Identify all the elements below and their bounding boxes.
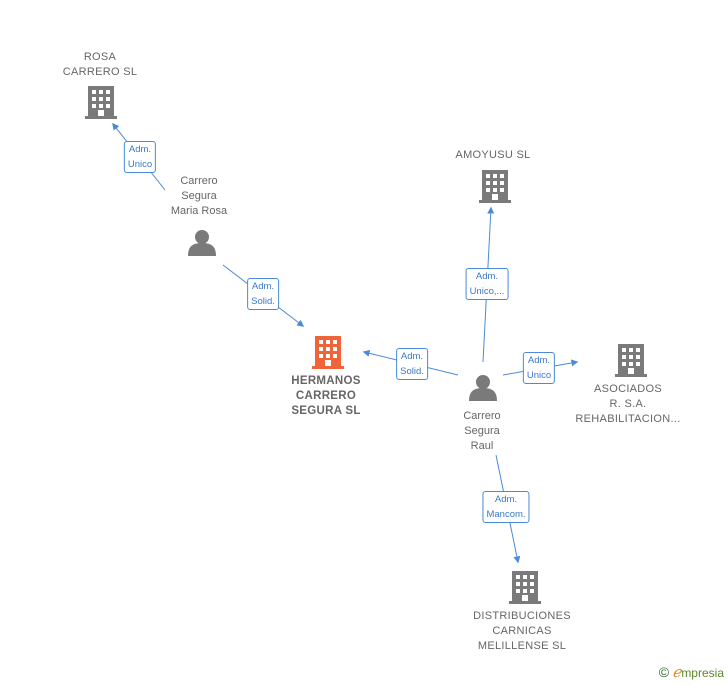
- edge-label-line: Adm.: [400, 351, 424, 362]
- node-label-maria-rosa[interactable]: Carrero Segura Maria Rosa: [171, 174, 227, 219]
- label-line: CARNICAS: [492, 625, 552, 637]
- label-line: MELILLENSE SL: [477, 640, 567, 652]
- label-line: HERMANOS: [291, 375, 361, 387]
- edge-label-line: Unico: [127, 159, 153, 170]
- label-line: Segura: [181, 190, 217, 202]
- node-label-distribuciones[interactable]: DISTRIBUCIONES CARNICAS MELILLENSE SL: [473, 609, 571, 654]
- person-icon[interactable]: [469, 375, 497, 401]
- brand-name: mpresia: [681, 666, 724, 680]
- node-label-rosa-carrero[interactable]: ROSA CARRERO SL: [63, 50, 138, 80]
- edge-label-line: Mancom.: [486, 509, 526, 520]
- edge-label-raul-to-amoyusu: Adm. Unico,...: [465, 268, 509, 300]
- edge-label-line: Unico,...: [469, 286, 505, 297]
- label-line: SEGURA SL: [291, 405, 361, 417]
- edge-label-line: Solid.: [251, 296, 275, 307]
- edge-label-maria-to-hermanos: Adm. Solid.: [247, 278, 279, 310]
- brand-logo-letter: ℯ: [672, 663, 682, 681]
- edge-label-line: Adm.: [128, 144, 152, 155]
- label-line: ROSA: [83, 51, 117, 63]
- edge-label-raul-to-asociados: Adm. Unico: [522, 352, 556, 384]
- label-line: Raul: [470, 440, 494, 452]
- building-icon[interactable]: [479, 170, 511, 203]
- building-icon[interactable]: [615, 344, 647, 377]
- node-label-hermanos-carrero[interactable]: HERMANOS CARRERO SEGURA SL: [291, 374, 361, 419]
- building-icon[interactable]: [85, 86, 117, 119]
- edge-label-line: Adm.: [527, 355, 551, 366]
- label-line: Carrero: [463, 410, 501, 422]
- edge-label-line: Solid.: [400, 366, 424, 377]
- edge-label-raul-to-distribuciones: Adm. Mancom.: [482, 491, 530, 523]
- edge-label-raul-to-hermanos: Adm. Solid.: [396, 348, 428, 380]
- person-icon[interactable]: [188, 230, 216, 256]
- label-line: AMOYUSU SL: [455, 149, 531, 161]
- node-label-asociados[interactable]: ASOCIADOS R. S.A. REHABILITACION...: [575, 382, 680, 427]
- edge-label-line: Unico: [526, 370, 552, 381]
- brand-watermark: © ℯmpresia: [659, 663, 724, 681]
- building-icon[interactable]: [312, 336, 344, 369]
- label-line: Segura: [464, 425, 500, 437]
- copyright-icon: ©: [658, 664, 670, 680]
- edge-label-line: Adm.: [494, 494, 518, 505]
- node-label-raul[interactable]: Carrero Segura Raul: [463, 409, 500, 454]
- building-icon[interactable]: [509, 571, 541, 604]
- label-line: R. S.A.: [609, 398, 647, 410]
- label-line: Carrero: [180, 175, 218, 187]
- edge-label-maria-to-rosa: Adm. Unico: [123, 141, 157, 173]
- label-line: Maria Rosa: [170, 205, 228, 217]
- edge-label-line: Adm.: [251, 281, 275, 292]
- label-line: DISTRIBUCIONES: [473, 610, 571, 622]
- label-line: ASOCIADOS: [593, 383, 663, 395]
- edge-label-line: Adm.: [475, 271, 499, 282]
- label-line: CARRERO SL: [62, 66, 138, 78]
- label-line: CARRERO: [295, 390, 357, 402]
- node-label-amoyusu[interactable]: AMOYUSU SL: [455, 148, 530, 163]
- label-line: REHABILITACION...: [575, 413, 681, 425]
